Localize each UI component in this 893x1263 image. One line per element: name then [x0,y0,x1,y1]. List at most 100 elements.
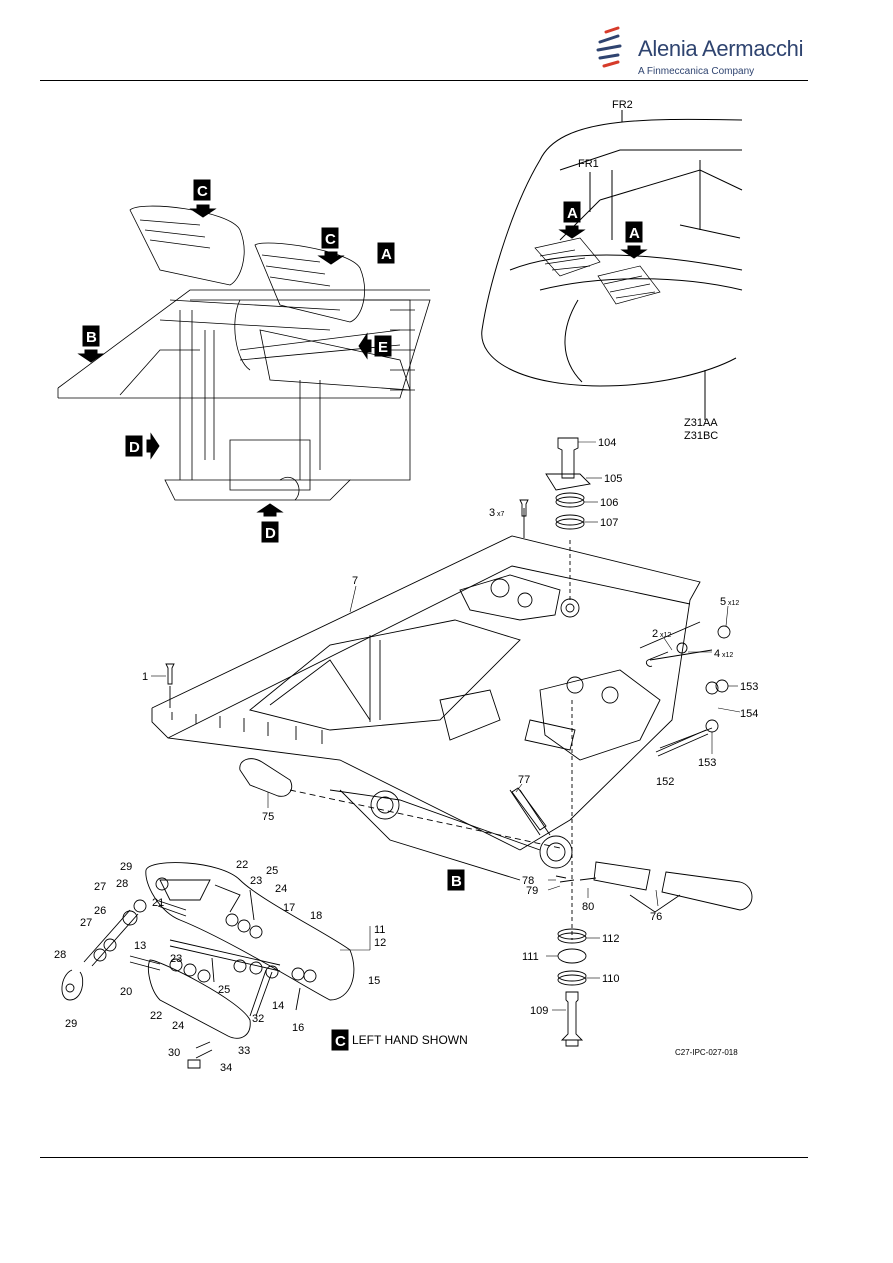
svg-text:C: C [197,183,208,200]
callout-5-qty: x12 [728,600,739,607]
svg-text:B: B [451,873,462,890]
callout-25-b: 25 [218,984,230,996]
callout-29-b: 29 [65,1018,77,1030]
drawing-reference: C27-IPC-027-018 [675,1048,738,1057]
view-marker-b-1: B [77,325,105,363]
pedal-assembly-view [57,205,431,501]
main-frame [151,508,713,940]
callout-3-qty: x7 [497,511,505,518]
callout-76: 76 [650,911,662,923]
callout-110: 110 [602,973,620,985]
callout-14: 14 [272,1000,284,1012]
cockpit-view [481,110,743,420]
svg-text:A: A [381,246,392,263]
callout-30: 30 [168,1047,180,1059]
frame-label-fr1: FR1 [578,158,599,170]
callout-15: 15 [368,975,380,987]
footer-rule [40,1157,808,1158]
callout-29-a: 29 [120,861,132,873]
callout-23-b: 23 [170,953,182,965]
callout-20: 20 [120,986,132,998]
svg-text:A: A [629,225,640,242]
callout-25-a: 25 [266,865,278,877]
parts-screws [165,499,529,685]
callout-7: 7 [352,575,358,587]
callout-13: 13 [134,940,146,952]
callout-12: 12 [374,937,386,949]
callout-24-a: 24 [275,883,287,895]
callout-107: 107 [600,517,618,529]
view-marker-d-1: D [125,432,160,460]
callout-1: 1 [142,671,148,683]
callout-2: 2 [652,628,658,640]
callout-34: 34 [220,1062,232,1074]
svg-text:D: D [265,525,276,542]
callout-28-b: 28 [54,949,66,961]
view-marker-a-1: A [558,201,586,239]
callout-5: 5 [720,596,726,608]
callout-154: 154 [740,708,758,720]
parts-77-80 [511,787,753,913]
callout-27-b: 27 [80,917,92,929]
callout-23-a: 23 [250,875,262,887]
svg-text:D: D [129,439,140,456]
callout-17: 17 [283,902,295,914]
callout-22-b: 22 [150,1010,162,1022]
callout-111: 111 [522,951,539,963]
callout-24-b: 24 [172,1020,184,1032]
callout-11: 11 [374,924,385,936]
svg-text:C: C [335,1033,346,1050]
svg-text:C: C [325,231,336,248]
callout-27-a: 27 [94,881,106,893]
svg-text:A: A [567,205,578,222]
view-marker-c-1: C [189,179,217,218]
callout-33: 33 [238,1045,250,1057]
callout-28-a: 28 [116,878,128,890]
callout-numbers: 104 105 106 107 3 x7 7 5 x12 2 x12 4 x12… [54,437,758,1074]
callout-80: 80 [582,901,594,913]
header-rule [40,80,808,81]
callout-152: 152 [656,776,674,788]
view-marker-b-2: B [447,869,465,891]
callout-4: 4 [714,648,720,660]
company-logo: Alenia Aermacchi A Finmeccanica Company [596,24,806,84]
callout-26: 26 [94,905,106,917]
parts-109-112 [557,928,587,1047]
view-c-note: LEFT HAND SHOWN [352,1033,468,1047]
callout-79: 79 [526,885,538,897]
callout-77: 77 [518,774,530,786]
view-marker-a-pedal: A [377,242,395,264]
view-marker-c-2: C [317,227,345,265]
callout-153-b: 153 [698,757,716,769]
svg-text:E: E [378,339,388,356]
callout-109: 109 [530,1005,548,1017]
callout-16: 16 [292,1022,304,1034]
view-marker-d-2: D [256,503,284,543]
callout-4-qty: x12 [722,652,733,659]
callout-32: 32 [252,1013,264,1025]
zone-label-z31bc: Z31BC [684,430,718,442]
callout-leaders [151,441,741,1011]
callout-75: 75 [262,811,274,823]
svg-text:B: B [86,329,97,346]
view-marker-e: E [358,332,392,360]
callout-2-qty: x12 [660,632,671,639]
callout-105: 105 [604,473,622,485]
callout-78: 78 [522,875,534,887]
logo-mark-icon [596,26,622,68]
callout-22-a: 22 [236,859,248,871]
view-marker-c-3: C [331,1029,349,1051]
callout-3: 3 [489,507,495,519]
parts-104-107 [545,437,591,530]
callout-112: 112 [602,933,620,945]
parts-fasteners-right [645,625,731,757]
view-marker-a-2: A [620,221,648,259]
pedal-detail-view [61,862,355,1069]
company-name: Alenia Aermacchi [638,36,804,61]
callout-153-a: 153 [740,681,758,693]
callout-21: 21 [152,897,164,909]
company-subtitle: A Finmeccanica Company [638,66,755,77]
callout-18: 18 [310,910,322,922]
callout-104: 104 [598,437,616,449]
